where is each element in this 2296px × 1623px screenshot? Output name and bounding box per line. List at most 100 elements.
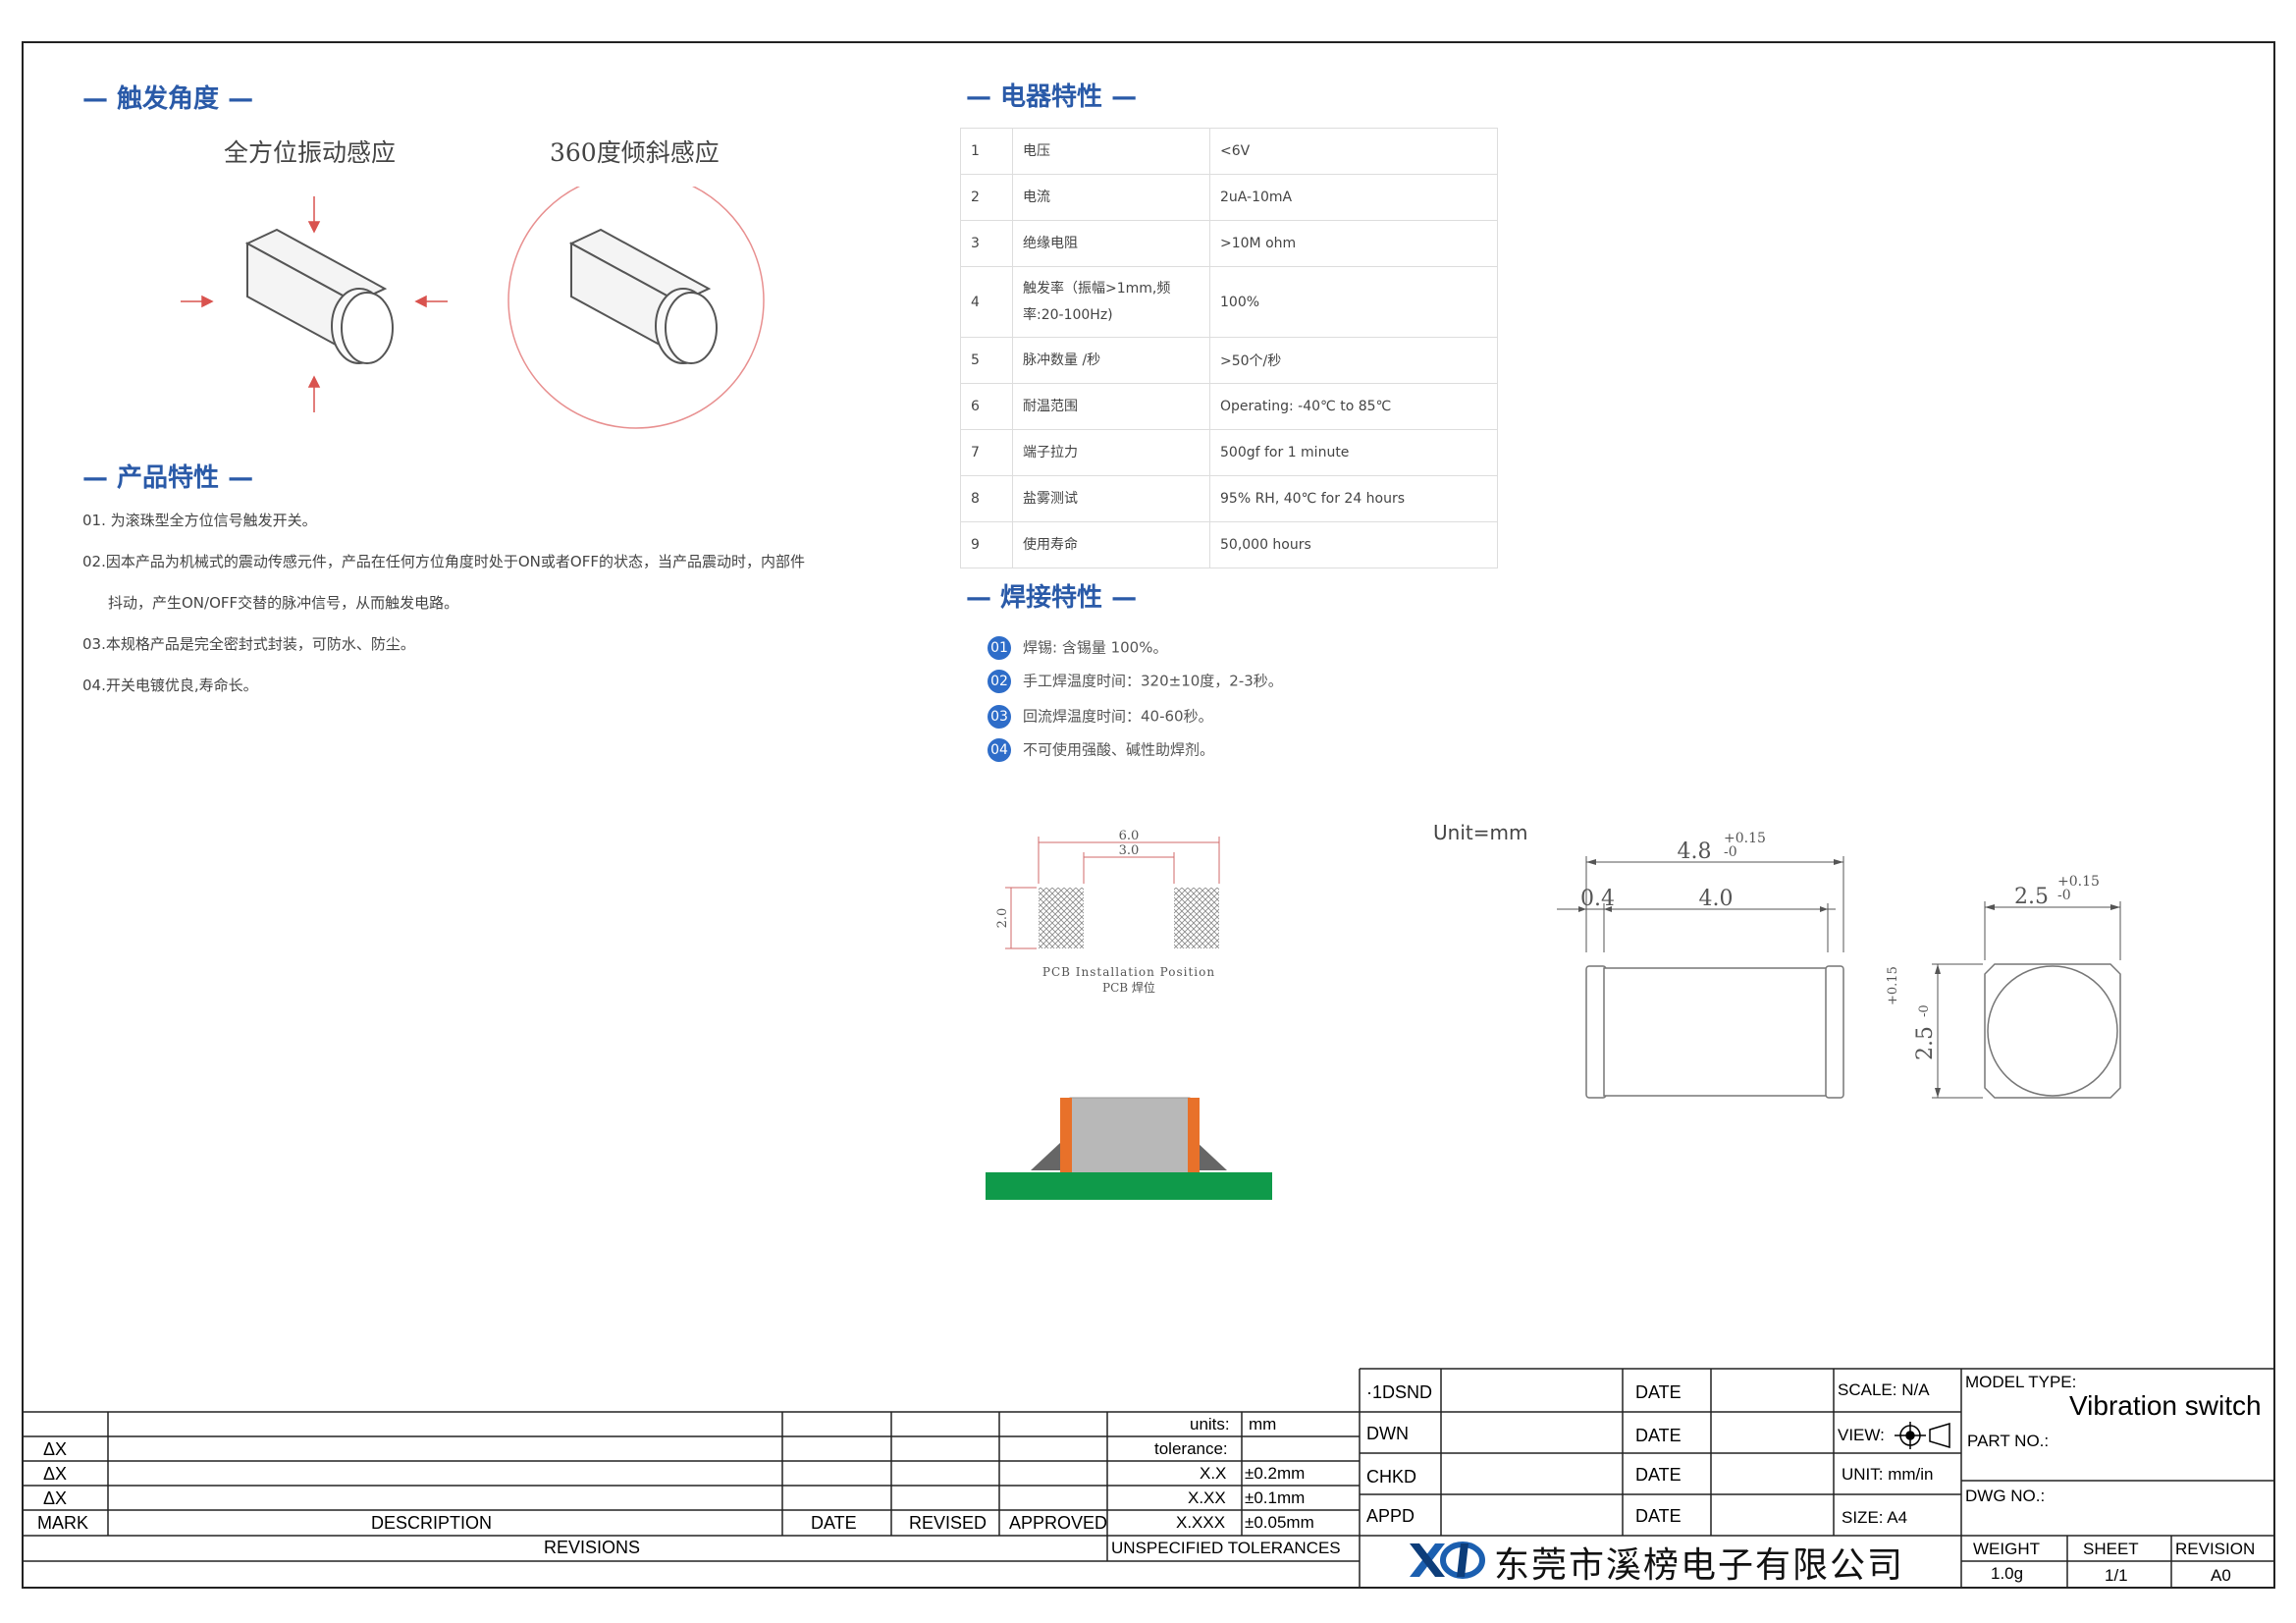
solder-number-badge: 02: [988, 670, 1011, 693]
spec-value: 100%: [1209, 266, 1498, 338]
header-revised: REVISED: [909, 1513, 988, 1533]
terminal-right: [1188, 1098, 1200, 1174]
dim-end-height-tol-plus: +0.15: [1886, 966, 1900, 1005]
revision-mark-3: ΔX: [43, 1488, 68, 1508]
date-label-3: DATE: [1635, 1465, 1682, 1485]
table-row: 2 电流 2uA-10mA: [960, 174, 1498, 221]
dim-cap: 0.4: [1580, 887, 1615, 911]
spec-no: 4: [960, 266, 1013, 338]
dim-overall-tol-plus: +0.15: [1724, 831, 1766, 846]
spec-value: 50,000 hours: [1209, 521, 1498, 568]
solder-text: 手工焊温度时间：320±10度，2-3秒。: [1023, 672, 1283, 690]
revision-value: A0: [2211, 1566, 2231, 1585]
spec-no: 8: [960, 475, 1013, 522]
table-row: 3 绝缘电阻 >10M ohm: [960, 220, 1498, 267]
tolerance-key-3: X.XXX: [1176, 1513, 1226, 1532]
unit-field: UNIT: mm/in: [1842, 1465, 1934, 1484]
part-no-label: PART NO.:: [1967, 1432, 2050, 1450]
solder-item: 04 不可使用强酸、碱性助焊剂。: [988, 738, 1214, 762]
solder-text: 焊锡: 含锡量 100%。: [1023, 638, 1168, 657]
spec-no: 9: [960, 521, 1013, 568]
end-dimension-view: 2.5 +0.15 -0 2.5 +0.15 -0: [1886, 874, 2121, 1099]
table-row: 6 耐温范围 Operating: -40℃ to 85℃: [960, 383, 1498, 430]
tolerance-value-3: ±0.05mm: [1245, 1513, 1314, 1532]
tolerance-key-2: X.XX: [1188, 1488, 1226, 1507]
header-date: DATE: [811, 1513, 857, 1533]
date-label-2: DATE: [1635, 1426, 1682, 1445]
dim-body: 4.0: [1699, 887, 1734, 911]
tolerance-key-1: X.X: [1200, 1464, 1227, 1483]
size-field: SIZE: A4: [1842, 1508, 1908, 1527]
model-type-label: MODEL TYPE:: [1965, 1373, 2077, 1391]
section-title-product-features: — 产品特性 —: [82, 463, 254, 493]
weight-label: WEIGHT: [1973, 1540, 2040, 1558]
company-logo-icon: [1410, 1542, 1485, 1579]
spec-name: 电流: [1012, 174, 1210, 221]
feature-item-2: 02.因本产品为机械式的震动传感元件，产品在任何方位角度时处于ON或者OFF的状…: [82, 553, 805, 570]
pcb-label-cn: PCB 焊位: [1102, 980, 1155, 995]
caption-omni-vibration: 全方位振动感应: [224, 138, 397, 167]
scale-field: SCALE: N/A: [1838, 1380, 1930, 1399]
view-label: VIEW:: [1838, 1426, 1885, 1444]
dim-end-width-tol-minus: -0: [2057, 888, 2071, 903]
dim-end-width-tol-plus: +0.15: [2057, 874, 2100, 890]
spec-name: 电压: [1012, 128, 1210, 175]
units-value: mm: [1249, 1415, 1277, 1434]
role-1dsnd: ·1DSND: [1366, 1382, 1433, 1402]
electrical-spec-table: 1 电压 <6V 2 电流 2uA-10mA 3 绝缘电阻 >10M ohm 4…: [960, 128, 1498, 568]
header-approved: APPROVED: [1009, 1513, 1108, 1533]
pcb-pad-right: [1174, 888, 1219, 948]
unspecified-tolerances: UNSPECIFIED TOLERANCES: [1111, 1539, 1341, 1557]
dwg-no-label: DWG NO.:: [1965, 1487, 2046, 1505]
solder-item: 01 焊锡: 含锡量 100%。: [988, 636, 1167, 660]
feature-item-1: 01. 为滚珠型全方位信号触发开关。: [82, 512, 317, 529]
spec-name: 使用寿命: [1012, 521, 1210, 568]
unit-label: Unit=mm: [1433, 821, 1528, 844]
drawing-frame: [22, 41, 2275, 1589]
table-row: 1 电压 <6V: [960, 128, 1498, 175]
table-row: 4 触发率（振幅>1mm,频率:20-100Hz) 100%: [960, 266, 1498, 338]
solder-text: 回流焊温度时间：40-60秒。: [1023, 707, 1213, 726]
pcb-installation-drawing: 6.0 3.0 2.0 PCB Installation Position PC…: [995, 829, 1220, 995]
sheet-label: SHEET: [2083, 1540, 2139, 1558]
units-label: units:: [1190, 1415, 1230, 1434]
spec-value: Operating: -40℃ to 85℃: [1209, 383, 1498, 430]
spec-name: 耐温范围: [1012, 383, 1210, 430]
company-name: 东莞市溪榜电子有限公司: [1494, 1545, 1905, 1586]
pcb-dim-height: 2.0: [995, 908, 1010, 929]
date-label-4: DATE: [1635, 1506, 1682, 1526]
spec-name: 触发率（振幅>1mm,频率:20-100Hz): [1012, 266, 1210, 338]
dim-end-height-tol-minus: -0: [1917, 1004, 1932, 1017]
view-symbol-icon: [1895, 1422, 1950, 1449]
spec-no: 5: [960, 337, 1013, 384]
trigger-angle-illustration: [181, 187, 765, 429]
revision-mark-2: ΔX: [43, 1464, 68, 1484]
sheet-value: 1/1: [2105, 1566, 2128, 1585]
role-dwn: DWN: [1366, 1424, 1409, 1443]
pcb-pad-left: [1039, 888, 1084, 948]
spec-name: 端子拉力: [1012, 429, 1210, 476]
model-type-value: Vibration switch: [2069, 1390, 2262, 1421]
pcb-label-en: PCB Installation Position: [1042, 965, 1215, 979]
dim-end-height: 2.5: [1913, 1026, 1938, 1060]
header-description: DESCRIPTION: [371, 1513, 493, 1533]
solder-number-badge: 04: [988, 738, 1011, 762]
table-row: 9 使用寿命 50,000 hours: [960, 521, 1498, 568]
pcb-dim-inner: 3.0: [1119, 843, 1140, 858]
solder-item: 02 手工焊温度时间：320±10度，2-3秒。: [988, 670, 1283, 693]
solder-number-badge: 01: [988, 636, 1011, 660]
dim-overall: 4.8: [1678, 839, 1712, 864]
table-row: 8 盐雾测试 95% RH, 40℃ for 24 hours: [960, 475, 1498, 522]
table-row: 7 端子拉力 500gf for 1 minute: [960, 429, 1498, 476]
feature-item-4: 04.开关电镀优良,寿命长。: [82, 676, 258, 694]
terminal-left: [1060, 1098, 1072, 1174]
header-mark: MARK: [37, 1513, 89, 1533]
weight-value: 1.0g: [1991, 1564, 2024, 1583]
solder-text: 不可使用强酸、碱性助焊剂。: [1023, 740, 1215, 759]
pcb-dim-outer: 6.0: [1119, 829, 1140, 843]
tolerance-value-2: ±0.1mm: [1245, 1488, 1306, 1507]
spec-no: 2: [960, 174, 1013, 221]
section-title-trigger-angle: — 触发角度 —: [82, 84, 254, 114]
tolerance-label: tolerance:: [1154, 1439, 1228, 1458]
